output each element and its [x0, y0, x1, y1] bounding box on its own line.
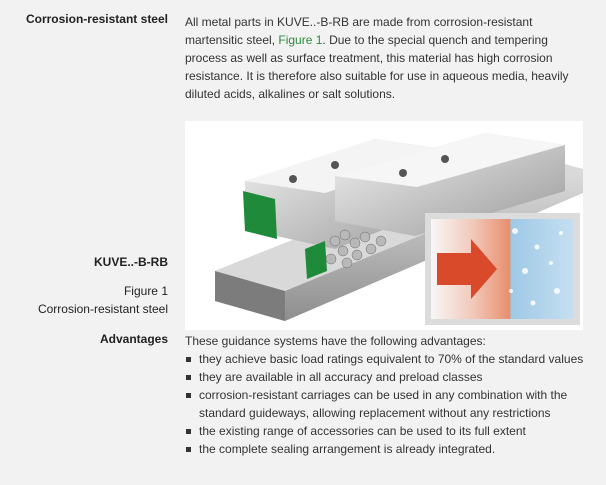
figure-1-link[interactable]: Figure 1 [278, 33, 323, 47]
corrosion-paragraph: All metal parts in KUVE..-B-RB are made … [185, 13, 590, 103]
figure-1-image [185, 121, 583, 330]
paragraph-text: . Due to the special quench and temperin… [185, 33, 569, 101]
bullet-icon [186, 393, 191, 398]
list-item: the existing range of accessories can be… [185, 422, 590, 440]
advantages-intro: These guidance systems have the followin… [185, 334, 486, 348]
figure-caption: Corrosion-resistant steel [37, 302, 168, 316]
list-item: the complete sealing arrangement is alre… [185, 440, 590, 458]
bullet-icon [186, 375, 191, 380]
bullet-icon [186, 357, 191, 362]
advantages-list: they achieve basic load ratings equivale… [185, 350, 590, 458]
section-heading-corrosion: Corrosion-resistant steel [25, 12, 168, 26]
linear-guide-illustration [215, 133, 583, 325]
list-item: corrosion-resistant carriages can be use… [185, 386, 590, 422]
list-item: they are available in all accuracy and p… [185, 368, 590, 386]
section-heading-advantages: Advantages [99, 332, 168, 346]
bullet-icon [186, 447, 191, 452]
figure-number: Figure 1 [123, 284, 168, 298]
list-item: they achieve basic load ratings equivale… [185, 350, 590, 368]
product-label: KUVE..-B-RB [94, 255, 168, 269]
paragraph-text: All metal parts in KUVE..-B-RB are made … [185, 15, 533, 47]
advantages-block: These guidance systems have the followin… [185, 332, 590, 458]
bullet-icon [186, 429, 191, 434]
